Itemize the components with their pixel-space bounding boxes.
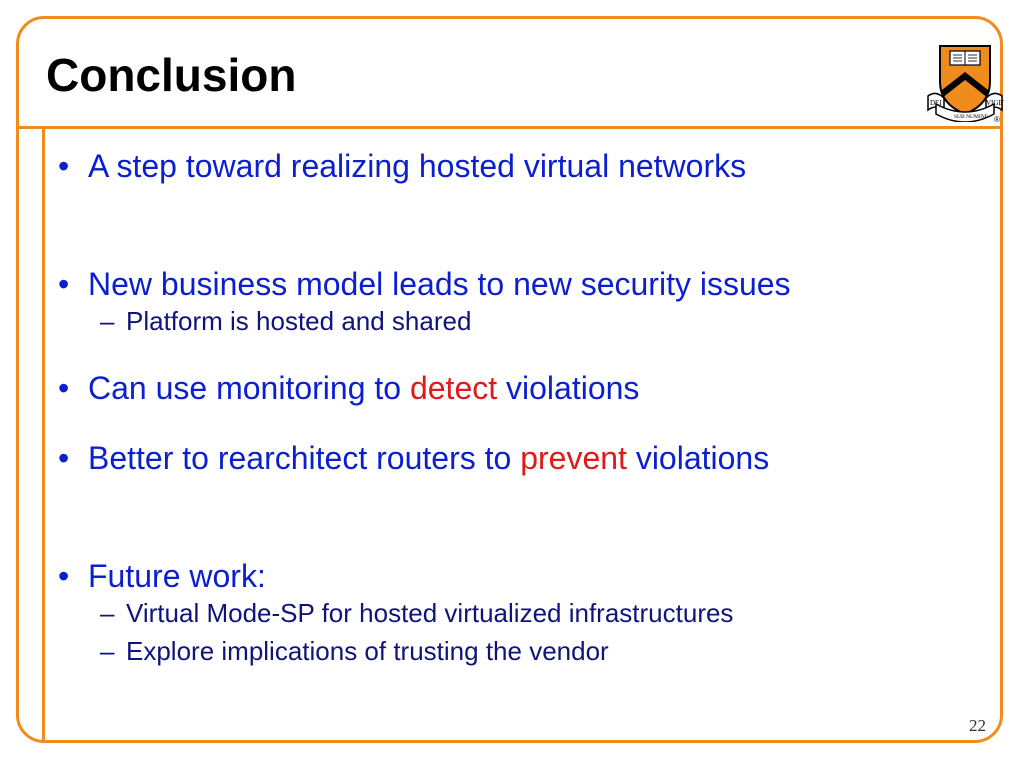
- logo-registered-mark: ®: [994, 115, 1000, 122]
- title-divider: [16, 126, 1003, 129]
- spacer: [58, 478, 988, 556]
- slide-title: Conclusion: [46, 49, 297, 101]
- bullet-highlight: detect: [409, 370, 498, 406]
- bullet-text-post: violations: [626, 440, 770, 476]
- sub-bullet-text: Virtual Mode-SP for hosted virtualized i…: [126, 598, 734, 628]
- bullet-item: • A step toward realizing hosted virtual…: [58, 146, 988, 186]
- princeton-shield-icon: DEI SUB NUMINE VIGET ®: [927, 45, 1004, 122]
- bullet-text-post: violations: [497, 370, 640, 406]
- bullet-text: New business model leads to new security…: [88, 266, 791, 302]
- bullet-text: Can use monitoring to detect violations: [88, 368, 639, 408]
- bullet-item: • New business model leads to new securi…: [58, 264, 988, 304]
- logo-text-right: VIGET: [986, 99, 1004, 107]
- spacer: [58, 408, 988, 438]
- bullet-text: Better to rearchitect routers to prevent…: [88, 438, 769, 478]
- bullet-text: A step toward realizing hosted virtual n…: [88, 148, 747, 184]
- dash-glyph: –: [100, 636, 115, 666]
- bullet-text-pre: Better to rearchitect routers to: [88, 440, 521, 476]
- bullet-item: • Better to rearchitect routers to preve…: [58, 438, 988, 478]
- bullet-list: • A step toward realizing hosted virtual…: [58, 146, 988, 668]
- logo-text-left: DEI: [930, 99, 942, 107]
- left-divider: [42, 126, 45, 743]
- slide-frame: [16, 16, 1003, 743]
- page-number: 22: [969, 716, 986, 735]
- bullet-glyph: •: [58, 148, 70, 184]
- sub-bullet-text: Platform is hosted and shared: [126, 306, 472, 336]
- bullet-glyph: •: [58, 370, 70, 406]
- logo-text-mid: SUB NUMINE: [954, 114, 989, 120]
- sub-bullet-item: – Virtual Mode-SP for hosted virtualized…: [58, 596, 988, 630]
- bullet-highlight: prevent: [520, 440, 627, 476]
- dash-glyph: –: [100, 306, 115, 336]
- bullet-item: • Future work:: [58, 556, 988, 596]
- bullet-text: Future work:: [88, 558, 266, 594]
- bullet-glyph: •: [58, 266, 70, 302]
- bullet-text-pre: Can use monitoring to: [88, 370, 410, 406]
- sub-bullet-text: Explore implications of trusting the ven…: [126, 636, 609, 666]
- spacer: [58, 186, 988, 264]
- sub-bullet-item: – Platform is hosted and shared: [58, 304, 988, 338]
- spacer: [58, 338, 988, 368]
- bullet-glyph: •: [58, 558, 70, 594]
- sub-bullet-item: – Explore implications of trusting the v…: [58, 634, 988, 668]
- bullet-item: • Can use monitoring to detect violation…: [58, 368, 988, 408]
- dash-glyph: –: [100, 598, 115, 628]
- bullet-glyph: •: [58, 440, 70, 476]
